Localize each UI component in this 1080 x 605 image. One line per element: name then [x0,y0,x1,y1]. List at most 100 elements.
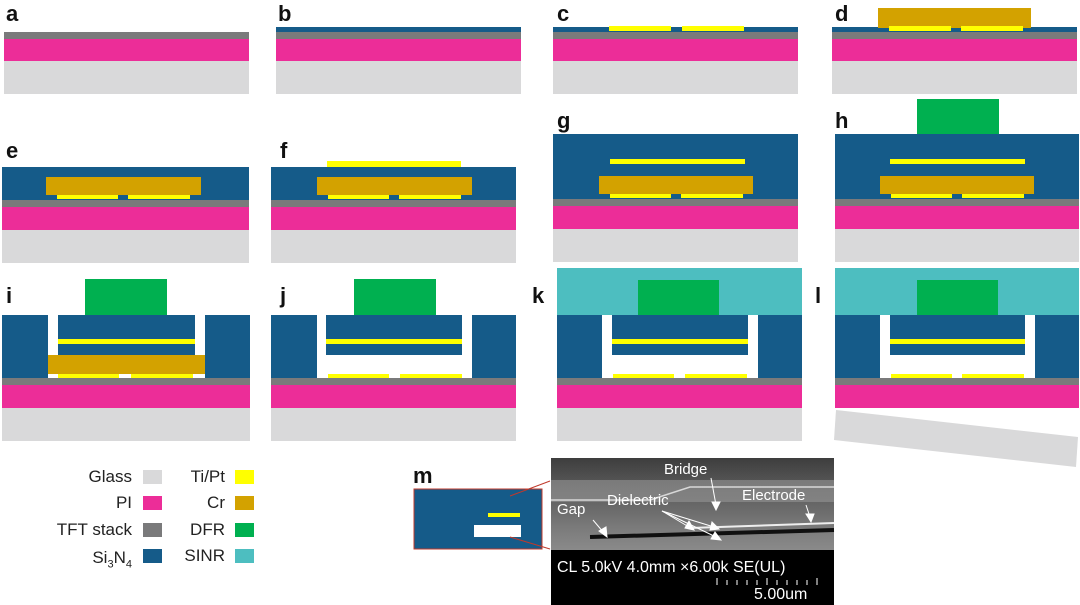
tipt-top-electrode [612,339,748,344]
si3n4-post [472,315,516,378]
tipt-electrode [961,26,1023,31]
sem-label-electrode: Electrode [742,487,805,504]
si3n4-layer [276,27,521,32]
si3n4-inset [413,488,543,550]
panel-e [2,167,249,263]
tft-layer [271,378,516,385]
tipt-top-electrode [610,159,745,164]
si3n4-post [2,315,48,378]
dfr-layer [638,280,719,315]
legend-swatch-tipt [235,470,254,484]
glass-layer [553,229,798,262]
tipt-electrode [609,26,671,31]
panel-l [834,268,1079,467]
cr-layer [317,177,472,195]
tft-layer [835,378,1079,385]
tft-layer [271,200,516,207]
legend-label-si3n4: Si3N4 [92,548,132,571]
panel-f [271,161,516,263]
glass-layer [271,408,516,441]
panel-label-h: h [835,108,849,133]
glass-layer [4,61,249,94]
si3n4-post [205,315,250,378]
tft-layer [553,32,798,39]
cr-layer [46,177,201,195]
tft-layer [832,32,1077,39]
panel-label-b: b [278,1,292,26]
dfr-layer [85,279,167,315]
glass-layer [271,230,516,263]
panel-label-f: f [280,138,288,163]
panel-a [4,32,249,94]
cr-layer [878,8,1031,28]
legend-label-tft: TFT stack [56,520,132,539]
tipt-electrode [131,374,193,378]
sem-scale-text: 5.00um [754,586,807,603]
si3n4-post [271,315,317,378]
panel-label-c: c [557,1,570,26]
tft-layer [2,378,250,385]
panel-label-l: l [815,283,822,308]
glass-layer [2,408,250,441]
panel-label-e: e [6,138,19,163]
tft-layer [2,200,249,207]
tipt-electrode [685,374,747,378]
panel-label-i: i [6,283,13,308]
legend-swatch-si3n4 [143,549,162,563]
legend-swatch-dfr [235,523,254,537]
panel-k [557,268,802,441]
pi-layer [271,385,516,408]
sem-scale-ticks [716,578,818,585]
tipt-electrode [889,26,951,31]
legend-swatch-tft [143,523,162,537]
zoom-line [509,536,551,550]
si3n4-post [835,315,880,378]
pi-layer [271,207,516,230]
sem-gap-line [589,528,835,539]
si3n4-post [1035,315,1079,378]
si3n4-bridge [326,315,462,355]
legend-label-tipt: Ti/Pt [190,467,225,486]
tipt-electrode [891,194,952,198]
tipt-electrode [962,194,1024,198]
glass-layer [2,230,249,263]
panel-b [276,27,521,94]
pi-layer [835,385,1079,408]
pi-layer [835,206,1079,229]
tipt-electrode [58,374,119,378]
tipt-top-electrode [58,339,195,344]
legend-label-pi: PI [115,493,132,512]
tipt-top-electrode [327,161,461,167]
tipt-electrode [128,195,190,199]
si3n4-bridge [890,315,1025,355]
sem-info-bar [551,550,834,605]
tft-layer [4,32,249,39]
cr-layer [48,355,205,374]
tipt-electrode [682,26,744,31]
si3n4-post [758,315,802,378]
sem-bridge-surface [551,480,834,502]
tipt-electrode [613,374,674,378]
sem-label-dielectric: Dielectric [607,492,669,509]
pi-layer [276,39,521,61]
tft-layer [276,32,521,39]
legend-swatch-pi [143,496,162,510]
tipt-electrode [399,195,461,199]
tipt-inset-electrode [488,513,520,517]
pi-layer [2,385,250,408]
dfr-layer [917,280,998,315]
legend-swatch-glass [143,470,162,484]
dfr-layer [354,279,436,315]
sem-step [551,486,834,501]
legend-label-cr: Cr [207,493,225,512]
legend-label-dfr: DFR [190,520,225,539]
tft-layer [835,199,1079,206]
cr-layer [880,176,1034,194]
pi-layer [557,385,802,408]
sem-arrows [592,477,815,541]
tft-layer [557,378,802,385]
tipt-electrode [400,374,462,378]
tipt-electrode [681,194,743,198]
panel-label-g: g [557,108,571,133]
